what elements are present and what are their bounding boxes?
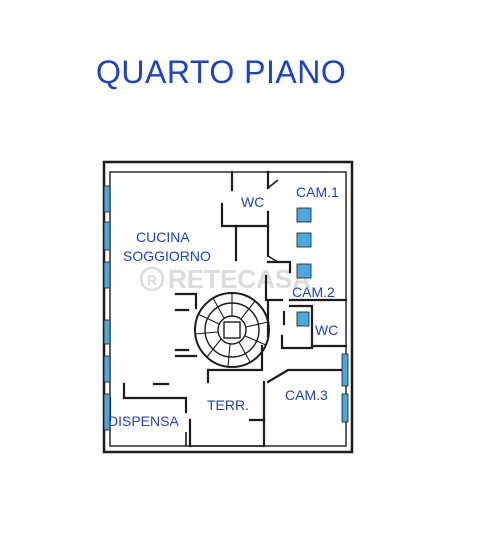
label-terr: TERR. bbox=[207, 397, 249, 413]
window-right-1 bbox=[341, 353, 349, 387]
window-left-2 bbox=[103, 221, 111, 251]
watermark-logo-icon bbox=[139, 266, 165, 292]
room-labels: CUCINA SOGGIORNO WC CAM.1 CAM.2 WC CAM.3… bbox=[108, 184, 339, 429]
interior-walls bbox=[108, 170, 348, 448]
label-soggiorno: SOGGIORNO bbox=[123, 248, 211, 264]
watermark: R RETECASA bbox=[139, 264, 311, 294]
window-left-1 bbox=[103, 185, 111, 213]
label-cam2: CAM.2 bbox=[292, 284, 335, 300]
floor-title: QUARTO PIANO bbox=[96, 54, 347, 90]
label-cucina: CUCINA bbox=[136, 229, 190, 245]
watermark-text: RETECASA bbox=[168, 264, 311, 294]
spiral-staircase bbox=[194, 292, 270, 368]
label-wc-mid: WC bbox=[315, 322, 338, 338]
windows bbox=[103, 185, 349, 431]
window-right-2 bbox=[341, 393, 349, 423]
watermark-logo-letter: R bbox=[147, 272, 157, 288]
label-cam1: CAM.1 bbox=[296, 184, 339, 200]
label-wc-top: WC bbox=[241, 194, 264, 210]
window-left-6 bbox=[103, 393, 111, 431]
window-wc bbox=[296, 311, 310, 327]
window-cam2 bbox=[296, 263, 312, 279]
window-cam1-b bbox=[296, 232, 312, 248]
label-dispensa: DISPENSA bbox=[108, 413, 179, 429]
label-cam3: CAM.3 bbox=[285, 387, 328, 403]
window-left-5 bbox=[103, 355, 111, 383]
window-cam1-a bbox=[296, 207, 312, 223]
window-left-4 bbox=[103, 319, 111, 345]
window-left-3 bbox=[103, 261, 111, 289]
